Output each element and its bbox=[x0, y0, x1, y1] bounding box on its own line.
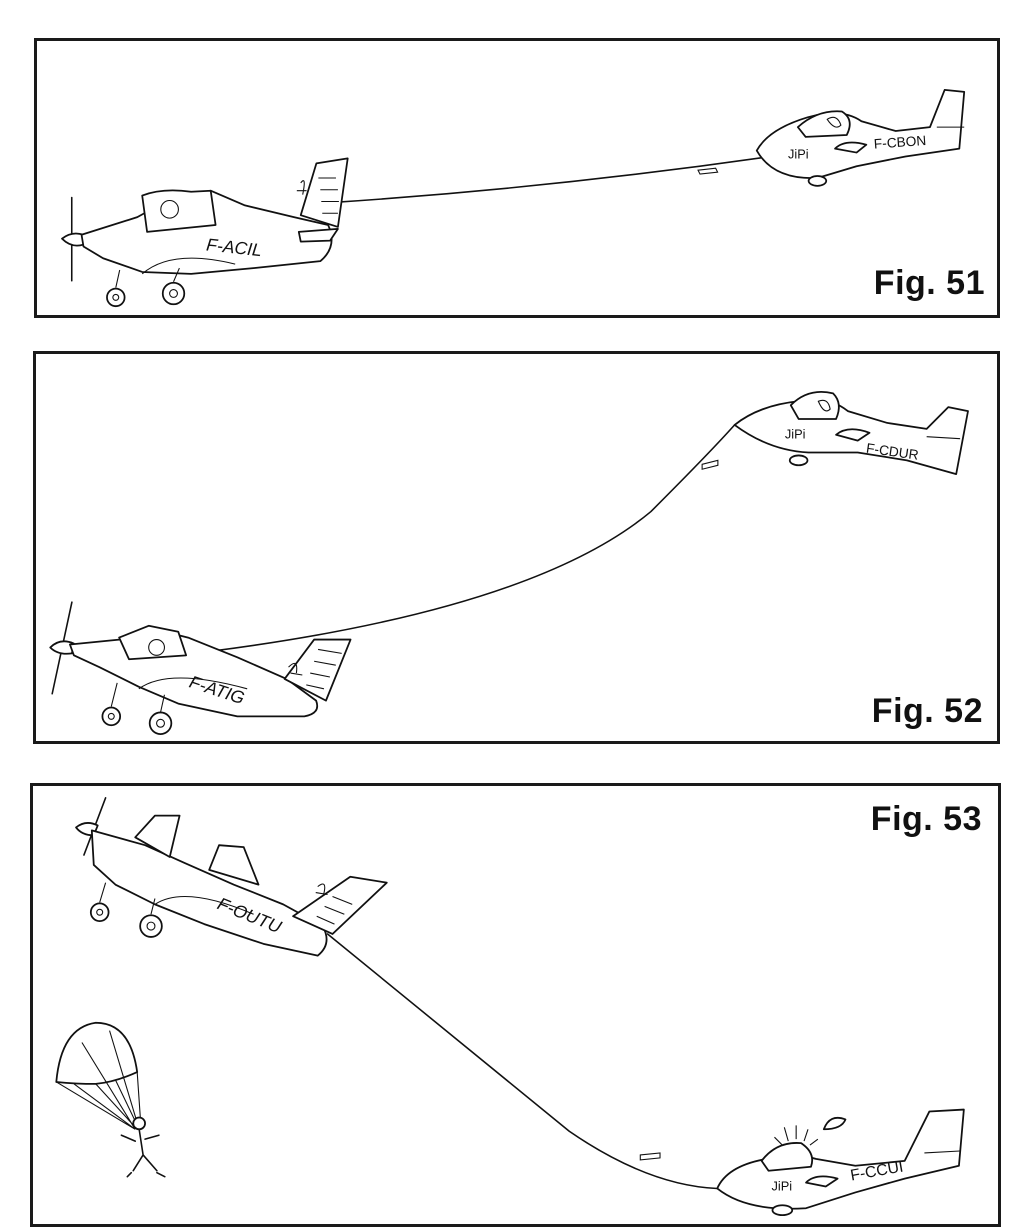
parachute-figure-53 bbox=[55, 1021, 166, 1178]
towplane-figure-53 bbox=[75, 797, 388, 957]
glider-marking: JiPi bbox=[788, 146, 809, 161]
figure-53-drawing: F-OUTU JiPi F-CCUI bbox=[55, 797, 965, 1217]
tow-rope bbox=[208, 424, 736, 653]
glider-figure-53 bbox=[716, 1108, 965, 1217]
figure-label: Fig. 52 bbox=[871, 692, 983, 730]
glider-registration: F-CBON bbox=[873, 133, 926, 152]
figure-label: Fig. 53 bbox=[870, 800, 982, 838]
figure-label: Fig. 51 bbox=[873, 264, 985, 302]
figure-53-panel: F-OUTU JiPi F-CCUI Fig. 53 bbox=[30, 783, 1001, 1227]
tow-rope bbox=[326, 933, 719, 1190]
rope-flag bbox=[697, 167, 719, 175]
figure-52-panel: F-ATIG JiPi F-CDUR Fig. 52 bbox=[33, 351, 1000, 744]
glider-figure-51 bbox=[755, 89, 966, 187]
rope-flag bbox=[639, 1152, 661, 1161]
towplane-figure-51 bbox=[61, 157, 349, 308]
canopy-piece bbox=[822, 1116, 847, 1131]
glider-marking: JiPi bbox=[771, 1178, 792, 1193]
figure-51-panel: F-ACIL JiPi F-CBON Fig. 51 bbox=[34, 38, 1000, 318]
figure-51-drawing: F-ACIL JiPi F-CBON bbox=[61, 89, 966, 308]
figure-52-drawing: F-ATIG JiPi F-CDUR bbox=[49, 391, 969, 735]
glider-figure-52 bbox=[733, 391, 969, 476]
rope-flag bbox=[701, 459, 719, 470]
tow-rope bbox=[332, 155, 772, 204]
glider-marking: JiPi bbox=[785, 427, 806, 442]
towplane-figure-52 bbox=[49, 601, 352, 735]
glider-registration: F-CDUR bbox=[865, 441, 919, 463]
